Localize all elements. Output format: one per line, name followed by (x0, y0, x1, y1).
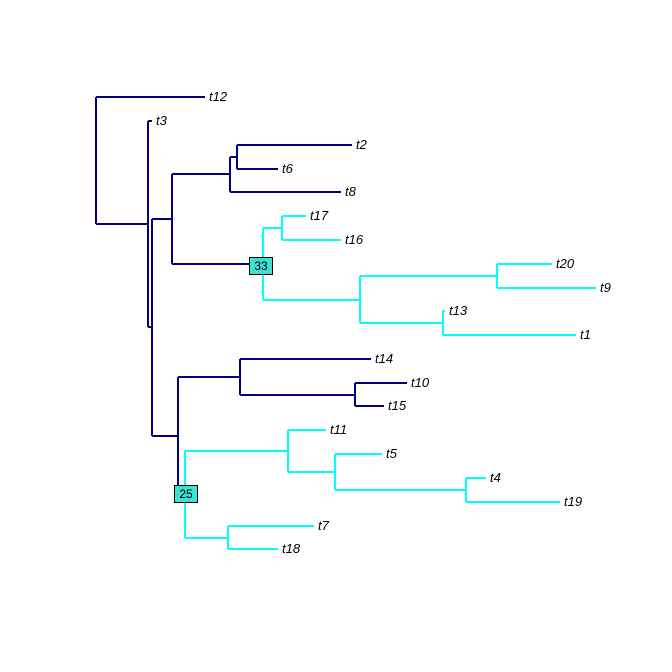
tip-label-t2: t2 (356, 137, 368, 152)
tip-label-t14: t14 (375, 351, 393, 366)
tip-label-t18: t18 (282, 541, 301, 556)
tip-label-t20: t20 (556, 256, 575, 271)
tip-label-t6: t6 (282, 161, 294, 176)
node-label-text: 33 (254, 259, 268, 273)
tip-label-t4: t4 (490, 470, 501, 485)
tip-label-t16: t16 (345, 232, 364, 247)
tip-label-t19: t19 (564, 494, 582, 509)
node-label-box (174, 485, 198, 503)
node-label-text: 25 (179, 487, 193, 501)
tip-label-t3: t3 (156, 113, 168, 128)
tip-label-t7: t7 (318, 518, 330, 533)
tip-label-t13: t13 (449, 303, 468, 318)
tip-label-t8: t8 (345, 184, 357, 199)
tip-label-t1: t1 (580, 327, 591, 342)
tip-label-t12: t12 (209, 89, 228, 104)
tip-label-t10: t10 (411, 375, 430, 390)
tip-label-t17: t17 (310, 208, 329, 223)
tip-label-t11: t11 (330, 422, 347, 437)
tip-label-t5: t5 (386, 446, 398, 461)
tip-label-t15: t15 (388, 398, 407, 413)
node-label-box (249, 257, 273, 275)
tip-label-t9: t9 (600, 280, 611, 295)
